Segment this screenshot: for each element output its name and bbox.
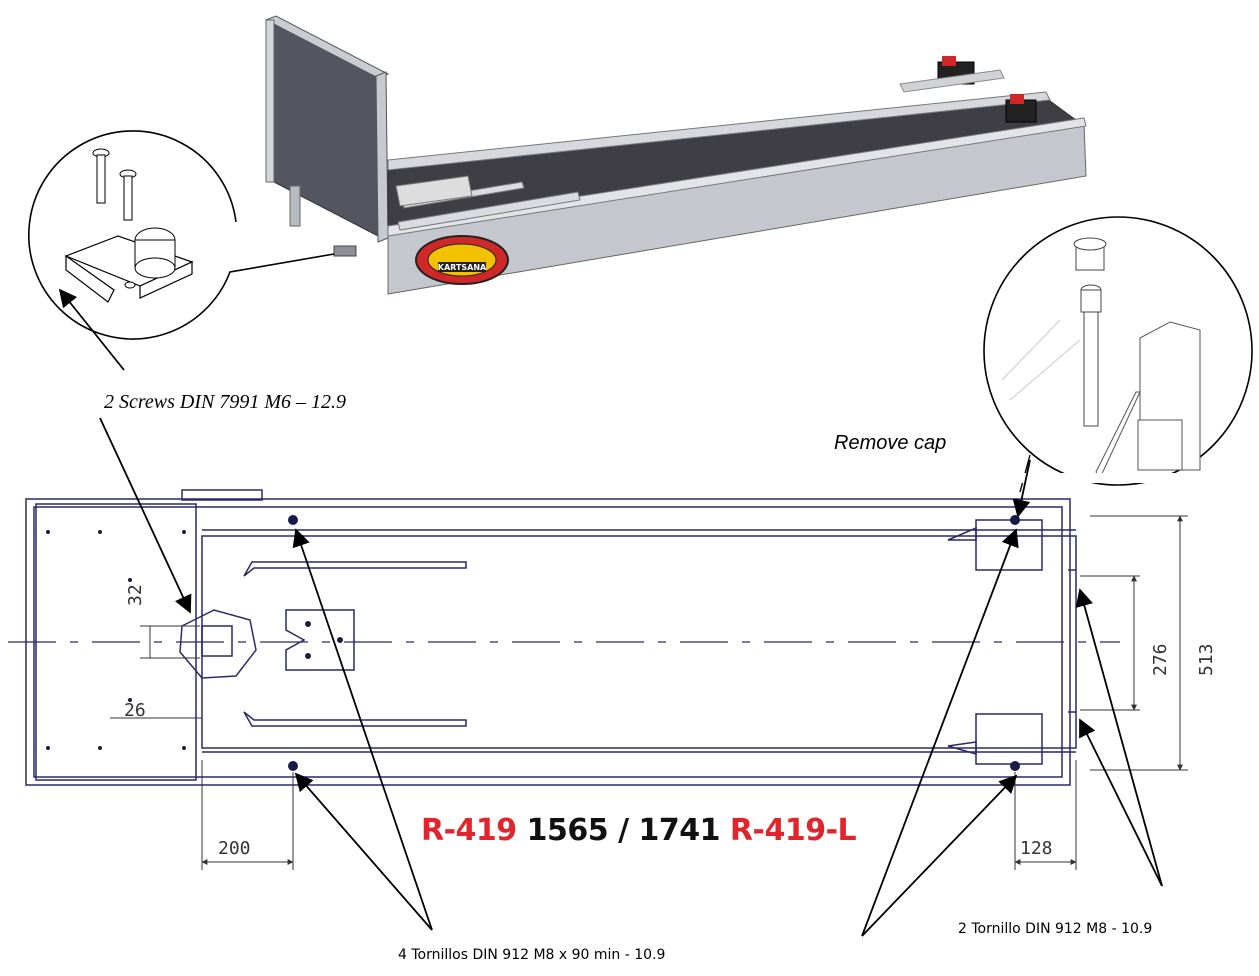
screws-annotation: 2 Screws DIN 7991 M6 – 12.9 [104, 391, 347, 413]
remove-cap-annotation: Remove cap [834, 432, 947, 454]
leader-arrows [58, 288, 1163, 937]
model-b-label: R-419-L [729, 813, 857, 848]
logo-brand-text: KARTSANA [438, 263, 487, 272]
sizes-label: 1565 / 1741 [516, 813, 730, 848]
dim-32: 32 [125, 584, 146, 606]
detail-circle-cap [983, 216, 1253, 493]
kartsana-logo: KARTSANA [415, 235, 509, 285]
dim-276: 276 [1150, 643, 1171, 676]
model-a-label: R-419 [421, 813, 517, 848]
dimension-lines [110, 515, 1188, 870]
model-title: R-419 1565 / 1741 R-419-L [421, 813, 857, 848]
screws-right-note: 2 Tornillo DIN 912 M8 - 10.9 [958, 921, 1153, 937]
detail-circle-screws [28, 130, 335, 340]
device-3d-render: KARTSANA [264, 15, 1087, 295]
plan-bolt-holes [46, 515, 1020, 771]
dim-513: 513 [1196, 643, 1217, 676]
dim-26: 26 [124, 700, 146, 721]
dim-128: 128 [1020, 838, 1053, 859]
plan-view [25, 489, 1077, 786]
screws-bottom-note: 4 Tornillos DIN 912 M8 x 90 min - 10.9 [398, 947, 666, 963]
dim-200: 200 [218, 838, 251, 859]
